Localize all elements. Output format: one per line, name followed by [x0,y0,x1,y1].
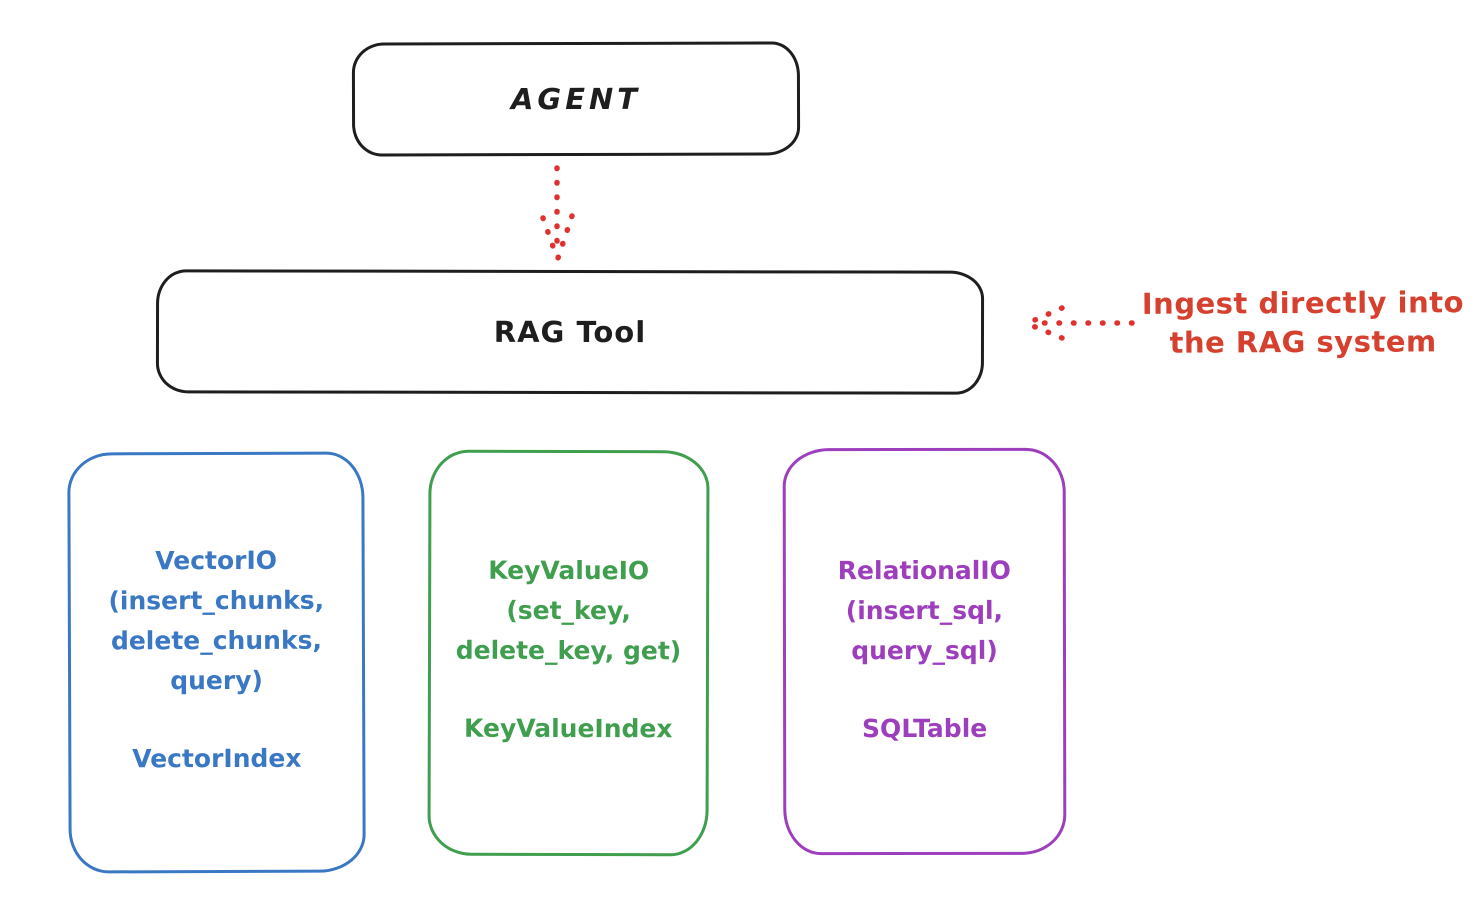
vector-io-node: VectorIO (insert_chunks, delete_chunks, … [67,451,366,874]
relational-io-node: RelationalIO (insert_sql, query_sql) SQL… [782,447,1067,856]
rag-tool-node: RAG Tool [155,269,985,395]
vector-index-label: VectorIndex [132,743,302,774]
vector-io-line: (insert_chunks, [108,585,325,616]
keyvalue-io-line: delete_key, get) [455,635,682,666]
keyvalue-io-line: (set_key, [506,595,631,626]
annotation-to-ragtool-arrow [1025,305,1135,341]
vector-io-line: query) [170,665,263,696]
vector-io-line: VectorIO [155,545,278,576]
agent-node: AGENT [351,41,801,157]
agent-node-label: AGENT [510,81,642,117]
sql-table-label: SQLTable [862,713,988,744]
ingest-annotation-line1: Ingest directly into [1141,285,1465,321]
relational-io-line: (insert_sql, [845,595,1004,626]
ingest-annotation: Ingest directly into the RAG system [1135,283,1471,363]
ingest-annotation-line2: the RAG system [1169,324,1437,360]
keyvalue-index-label: KeyValueIndex [464,713,673,744]
keyvalue-io-node: KeyValueIO (set_key, delete_key, get) Ke… [427,449,710,857]
agent-to-ragtool-arrow [540,165,575,261]
rag-tool-node-label: RAG Tool [493,314,647,350]
vector-io-line: delete_chunks, [110,625,322,656]
relational-io-line: RelationalIO [837,555,1011,586]
relational-io-line: query_sql) [851,635,998,666]
keyvalue-io-line: KeyValueIO [488,555,650,586]
